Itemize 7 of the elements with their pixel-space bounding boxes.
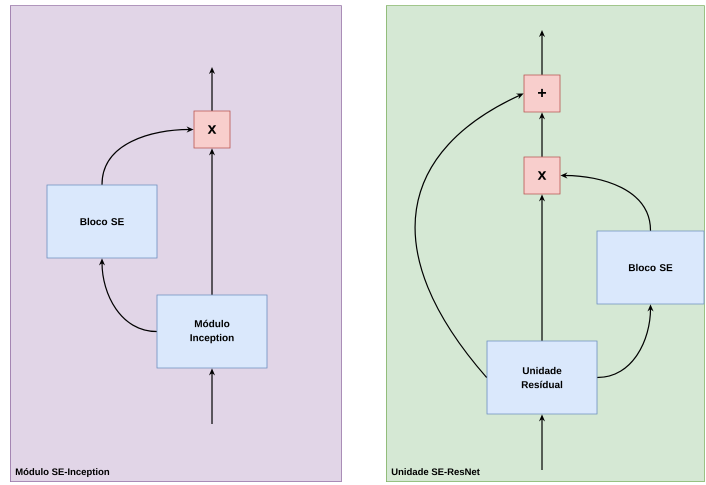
operation-box: +: [524, 74, 560, 112]
process-box: Módulo Inception: [156, 294, 268, 368]
operation-box: x: [194, 110, 230, 148]
operation-box: x: [524, 156, 560, 194]
process-box: Bloco SE: [596, 230, 704, 304]
process-box: Bloco SE: [46, 184, 158, 258]
process-box: Unidade Resídual: [486, 340, 598, 414]
